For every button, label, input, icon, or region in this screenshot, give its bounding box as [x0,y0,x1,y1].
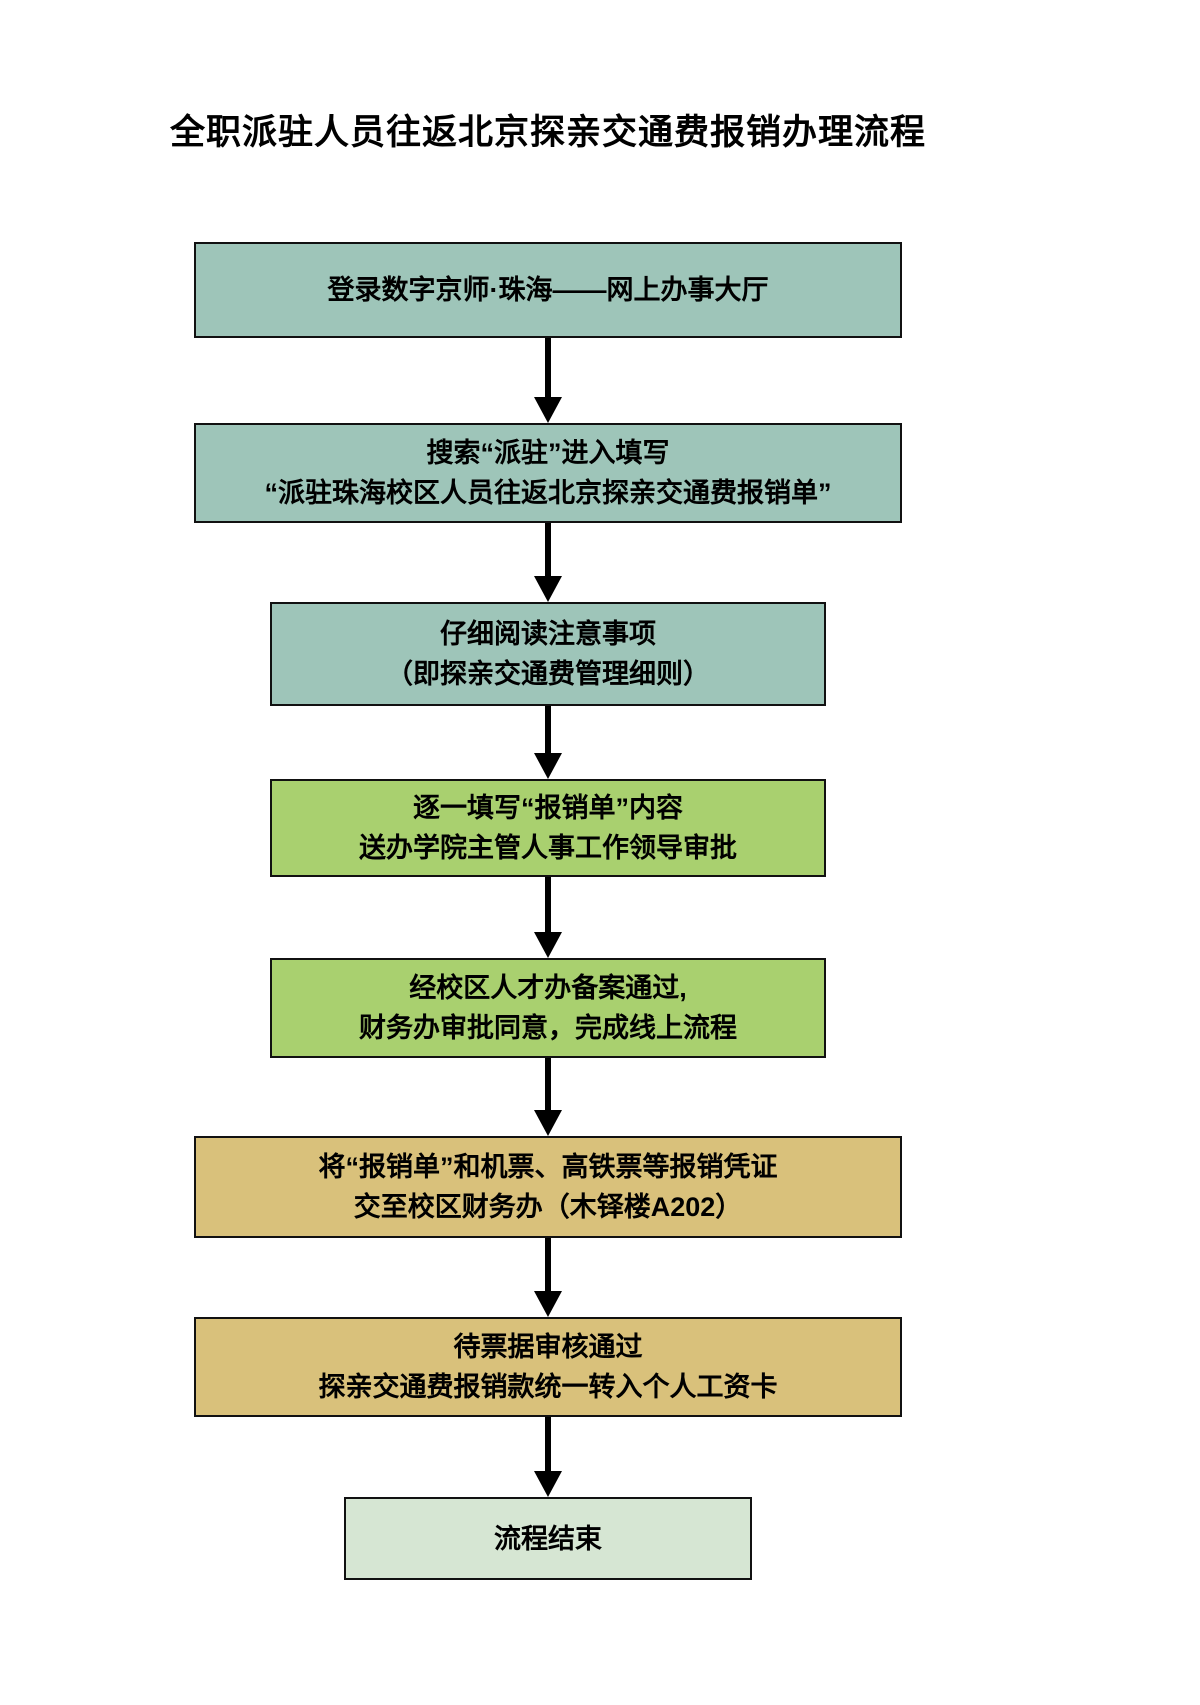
flow-step-text: 流程结束 [494,1523,602,1554]
flow-step-text: 登录数字京师·珠海——网上办事大厅 [327,275,769,305]
flow-step-process-end: 流程结束 [344,1497,752,1580]
flow-step-payment-to-salary-card: 待票据审核通过 探亲交通费报销款统一转入个人工资卡 [194,1317,902,1417]
flow-step-read-notes: 仔细阅读注意事项 （即探亲交通费管理细则） [270,602,826,706]
flow-step-text: 仔细阅读注意事项 [440,619,656,649]
flow-step-text: 经校区人才办备案通过, [409,973,687,1003]
arrow-down-3 [534,706,562,779]
arrow-down-1 [534,338,562,423]
arrow-down-2 [534,523,562,602]
flow-step-text: 探亲交通费报销款统一转入个人工资卡 [318,1372,778,1402]
page-title: 全职派驻人员往返北京探亲交通费报销办理流程 [169,113,926,152]
flow-step-text: 搜索“派驻”进入填写 [426,438,670,468]
arrow-down-6 [534,1238,562,1317]
flow-step-text: （即探亲交通费管理细则） [386,659,710,689]
flow-step-text: 送办学院主管人事工作领导审批 [359,833,737,863]
flow-step-search-form: 搜索“派驻”进入填写 “派驻珠海校区人员往返北京探亲交通费报销单” [194,423,902,523]
flow-step-text: 财务办审批同意，完成线上流程 [359,1013,737,1043]
arrow-down-7 [534,1417,562,1497]
arrow-down-5 [534,1058,562,1136]
arrow-down-4 [534,877,562,958]
flow-step-text: “派驻珠海校区人员往返北京探亲交通费报销单” [264,478,832,508]
flow-step-fill-form-approval: 逐一填写“报销单”内容 送办学院主管人事工作领导审批 [270,779,826,877]
flow-step-text: 逐一填写“报销单”内容 [413,793,683,823]
flow-step-online-review-complete: 经校区人才办备案通过, 财务办审批同意，完成线上流程 [270,958,826,1058]
flow-step-text: 将“报销单”和机票、高铁票等报销凭证 [318,1152,778,1182]
flow-step-submit-vouchers: 将“报销单”和机票、高铁票等报销凭证 交至校区财务办（木铎楼A202） [194,1136,902,1238]
flow-step-text: 待票据审核通过 [453,1332,643,1362]
flow-step-text: 交至校区财务办（木铎楼A202） [353,1192,743,1222]
flow-step-login-portal: 登录数字京师·珠海——网上办事大厅 [194,242,902,338]
